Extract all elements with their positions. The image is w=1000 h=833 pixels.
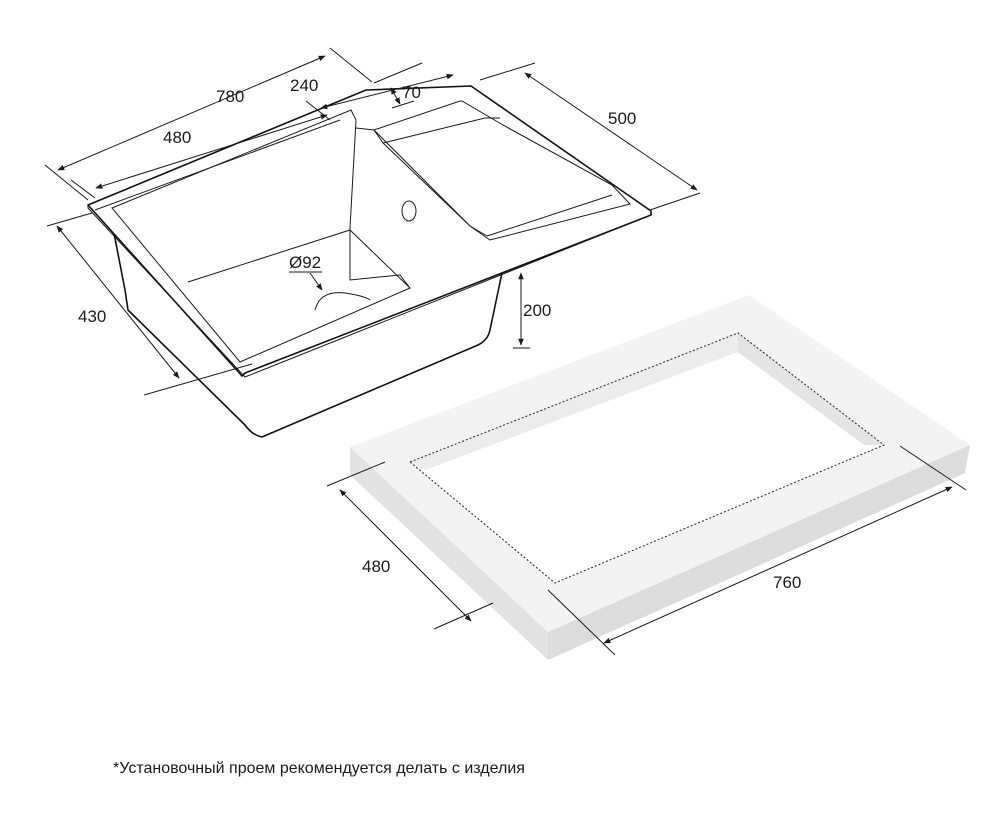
sink-dimensions: 780 480 240 70 500 430 200 Ø92 (44, 47, 701, 396)
dim-rim-offset: 70 (402, 83, 421, 102)
dim-bowl-depth: 430 (78, 307, 106, 326)
dim-overall-depth: 500 (608, 109, 636, 128)
dim-bowl-height: 200 (523, 301, 551, 320)
footnote: *Установочный проем рекомендуется делать… (113, 760, 525, 777)
dim-cutout-length: 760 (773, 573, 801, 592)
dim-cutout-depth: 480 (362, 557, 390, 576)
dim-drain-diameter: Ø92 (289, 253, 321, 272)
cutout-dimensions: 480 760 (326, 445, 967, 656)
dim-drainer-length: 240 (290, 76, 318, 95)
dim-bowl-length: 480 (163, 128, 191, 147)
dim-overall-length: 780 (216, 87, 244, 106)
